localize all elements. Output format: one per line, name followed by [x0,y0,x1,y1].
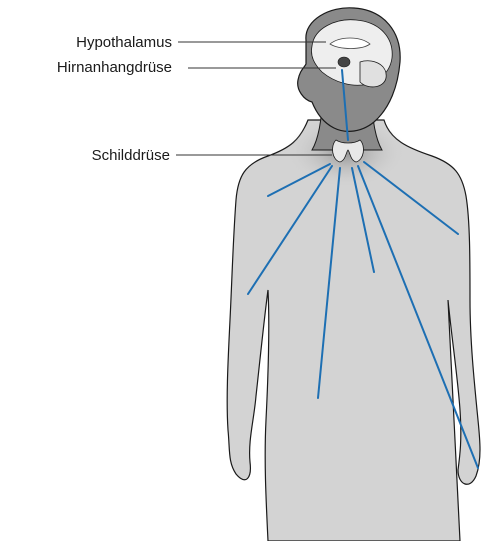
hypothalamus-label: Hypothalamus [76,34,172,51]
pituitary-gland [338,57,350,67]
pituitary-label: Hirnanhangdrüse [57,59,172,76]
thyroid-label: Schilddrüse [92,147,170,164]
